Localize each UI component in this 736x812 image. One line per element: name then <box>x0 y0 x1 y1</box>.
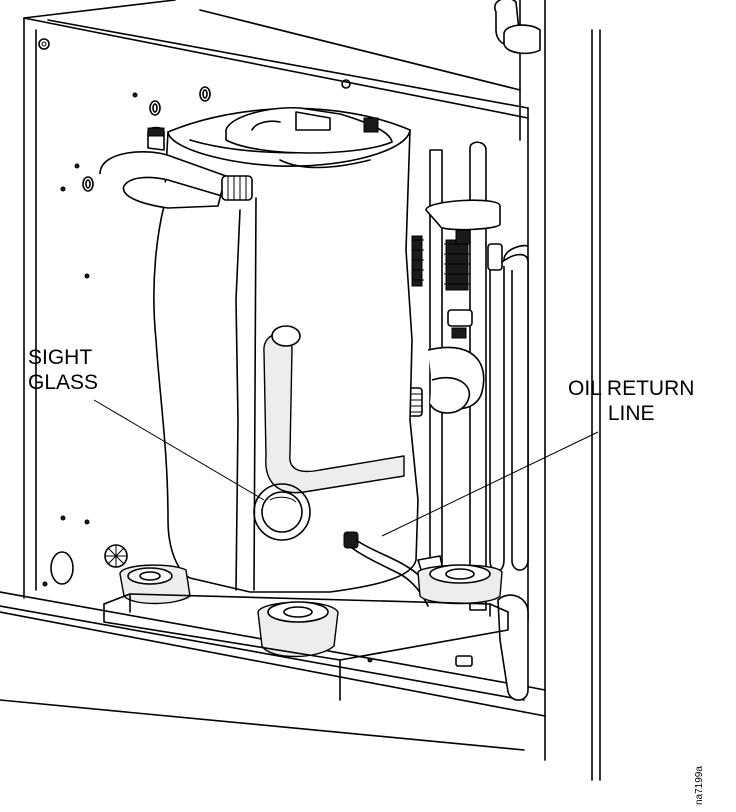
coil-fins <box>411 229 471 291</box>
compressor-body <box>153 106 419 593</box>
panel-holes <box>42 86 211 587</box>
leader-lines <box>93 399 599 537</box>
oil-return-line-label: OIL RETURN LINE <box>568 376 694 426</box>
oil-return-leader <box>381 431 599 537</box>
refrigeration-tubing <box>403 141 529 701</box>
tube-fitting-2 <box>487 243 503 271</box>
cable-grommet <box>104 544 128 568</box>
discharge-tube <box>99 126 253 209</box>
service-valve <box>447 309 473 339</box>
oil-return-label-line-1: OIL RETURN <box>568 377 695 400</box>
figure-id: na7199a <box>694 766 705 805</box>
base-tray <box>103 593 509 701</box>
sight-glass-label: SIGHT GLASS <box>28 345 98 395</box>
door-handle <box>494 0 541 55</box>
cabinet-frame <box>0 0 601 781</box>
sight-glass-label-line-2: GLASS <box>28 371 99 394</box>
sight-glass-label-line-1: SIGHT <box>28 346 93 369</box>
sight-glass-leader <box>93 399 265 501</box>
oil-return-label-line-2: LINE <box>607 402 655 425</box>
